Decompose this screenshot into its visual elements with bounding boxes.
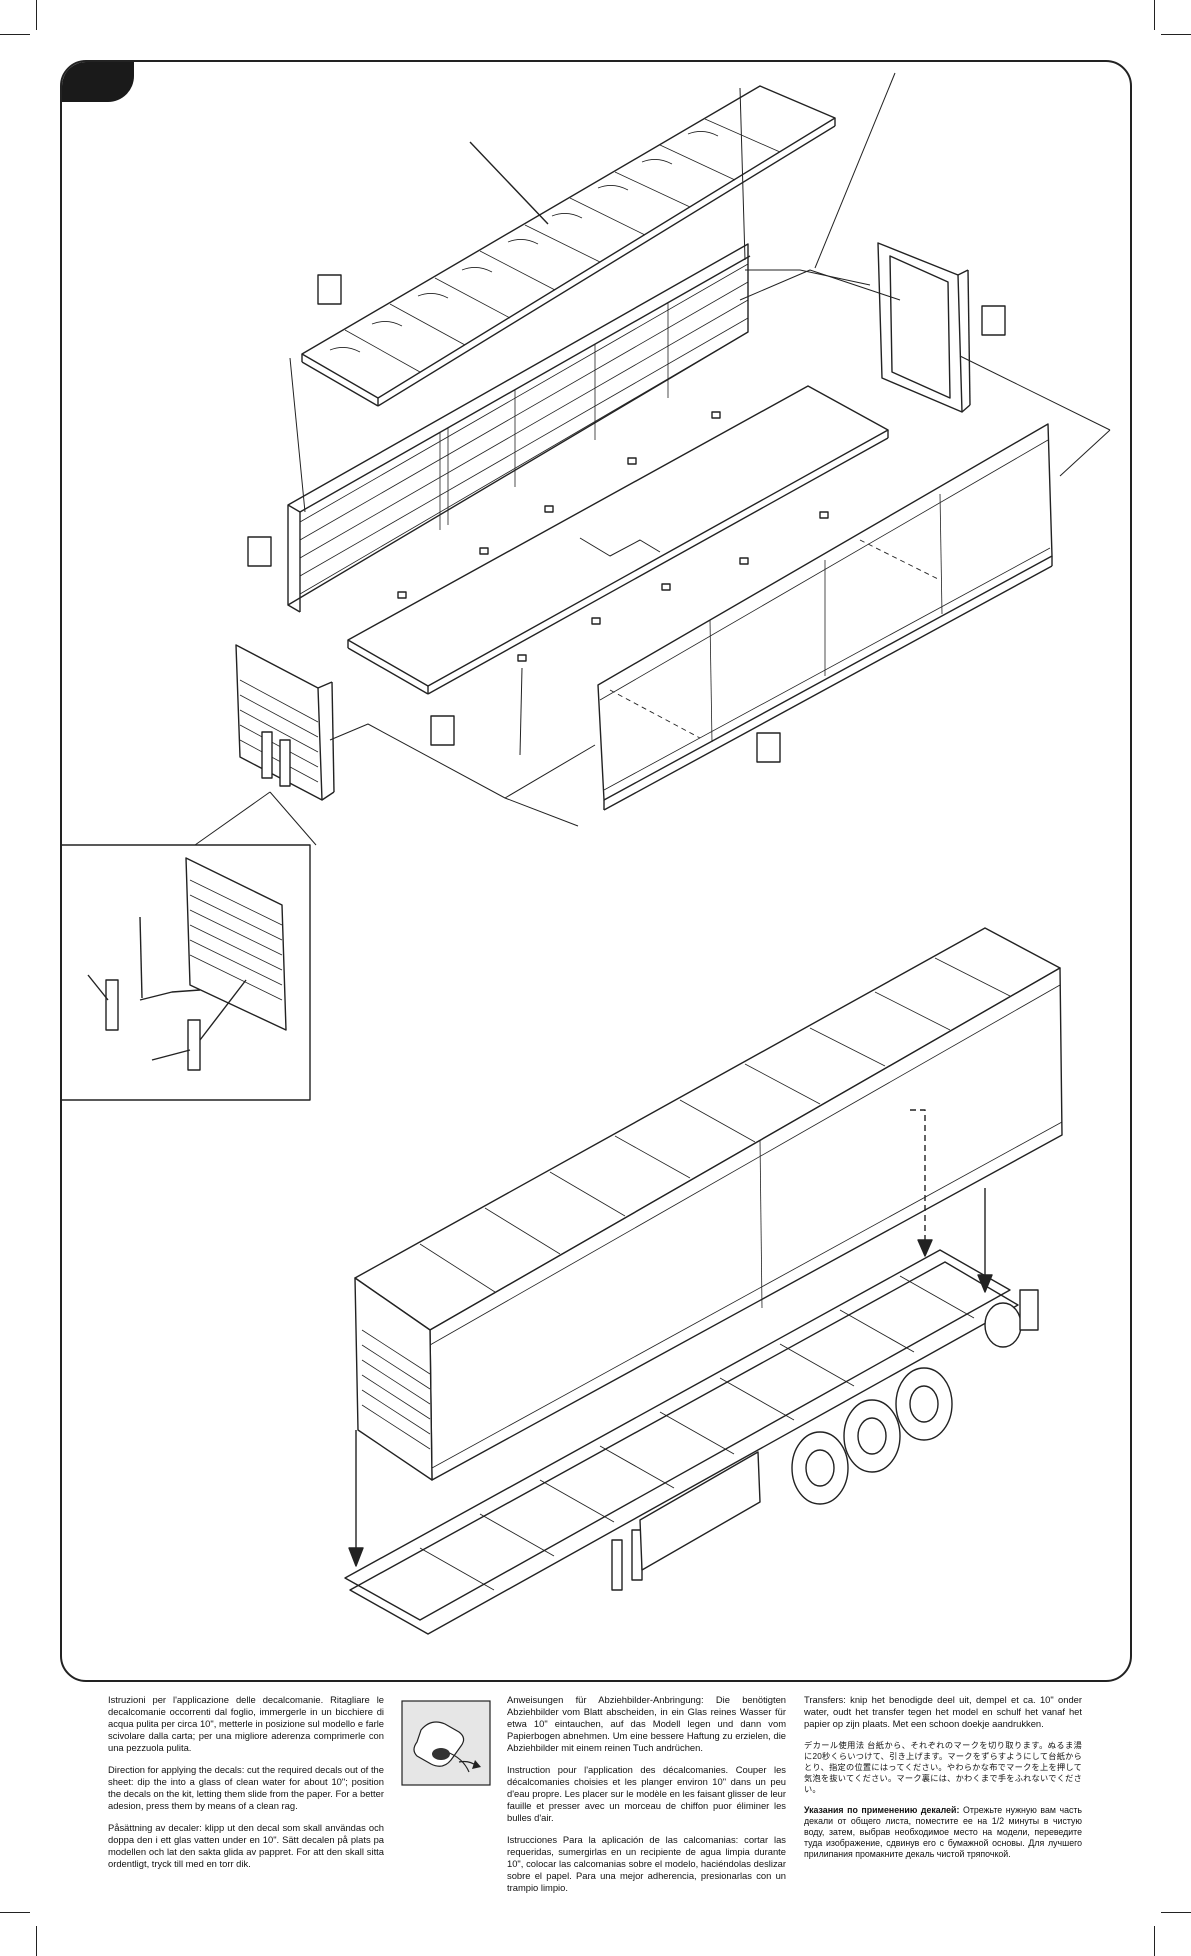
instructions-russian-body: Отрежьте нужную вам часть декали от обще… (804, 1805, 1082, 1859)
instructions-german: Anweisungen für Abziehbilder-Anbringung:… (507, 1694, 786, 1753)
assembly-illustration (62, 72, 1111, 1635)
roof-panel (301, 85, 836, 407)
decal-application-icon (401, 1700, 491, 1786)
front-wall (877, 242, 971, 413)
right-side-curtain (597, 423, 1053, 811)
instructions-russian: Указания по применению декалей: Отрежьте… (804, 1805, 1082, 1860)
callout-box (430, 715, 455, 746)
instructions-column-1: Istruzioni per l'applicazione delle deca… (108, 1694, 384, 1880)
instructions-swedish: Påsättning av decaler: klipp ut den deca… (108, 1822, 384, 1869)
detail-inset (62, 844, 311, 1101)
instructions-spanish: Istrucciones Para la aplicación de las c… (507, 1834, 786, 1893)
crop-mark-bottom-left-h (0, 1912, 30, 1913)
callout-box (981, 305, 1006, 336)
crop-mark-bottom-right-h (1161, 1912, 1191, 1913)
decal-instructions: Istruzioni per l'applicazione delle deca… (0, 1694, 1191, 1893)
instructions-russian-title: Указания по применению декалей: (804, 1805, 960, 1815)
assembled-trailer (344, 927, 1063, 1635)
crop-mark-bottom-left (36, 1926, 37, 1956)
crop-mark-top-right (1154, 0, 1155, 30)
callout-box (317, 274, 342, 305)
instructions-english: Direction for applying the decals: cut t… (108, 1764, 384, 1811)
step-number-tab (62, 62, 134, 102)
callout-box (756, 732, 781, 763)
rear-door (235, 644, 335, 801)
instructions-dutch: Transfers: knip het benodigde deel uit, … (804, 1694, 1082, 1729)
assembly-step-panel (60, 60, 1132, 1682)
instructions-italian: Istruzioni per l'applicazione delle deca… (108, 1694, 384, 1753)
crop-mark-top-right-h (1161, 34, 1191, 35)
instructions-french: Instruction pour l'application des décal… (507, 1764, 786, 1823)
left-side-wall (287, 243, 751, 613)
crop-mark-bottom-right (1154, 1926, 1155, 1956)
instructions-japanese: デカール使用法 台紙から、それぞれのマークを切り取ります。ぬるま湯に20秒くらい… (804, 1741, 1082, 1794)
crop-mark-top-left (36, 0, 37, 30)
crop-mark-top-left-h (0, 34, 30, 35)
instructions-column-3: Transfers: knip het benodigde deel uit, … (804, 1694, 1082, 1870)
callout-box (247, 536, 272, 567)
floor-panel (347, 385, 889, 695)
instructions-column-2: Anweisungen für Abziehbilder-Anbringung:… (507, 1694, 786, 1904)
